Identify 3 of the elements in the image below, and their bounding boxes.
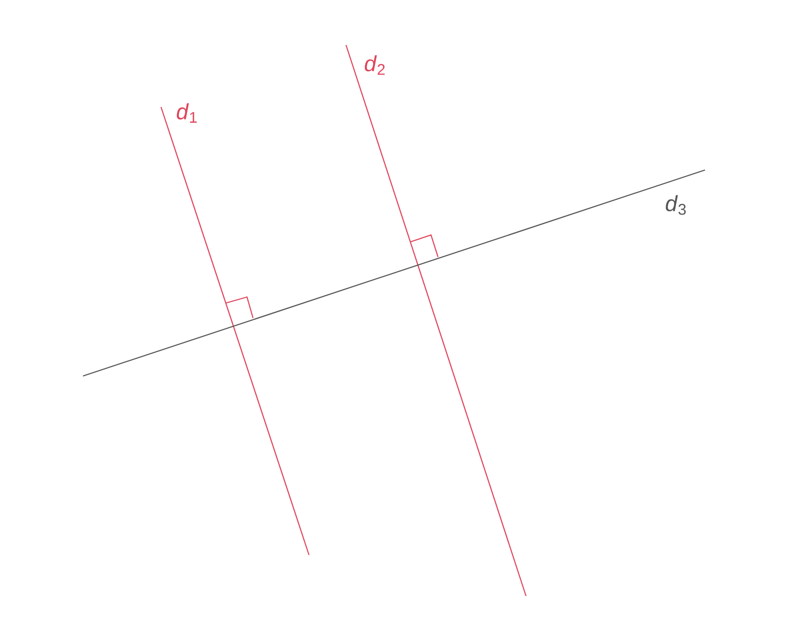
line-label: d$_{2}$	[364, 55, 385, 75]
line-label: d$_{3}$	[666, 195, 686, 215]
line-label: d$_{1}$	[176, 103, 197, 123]
